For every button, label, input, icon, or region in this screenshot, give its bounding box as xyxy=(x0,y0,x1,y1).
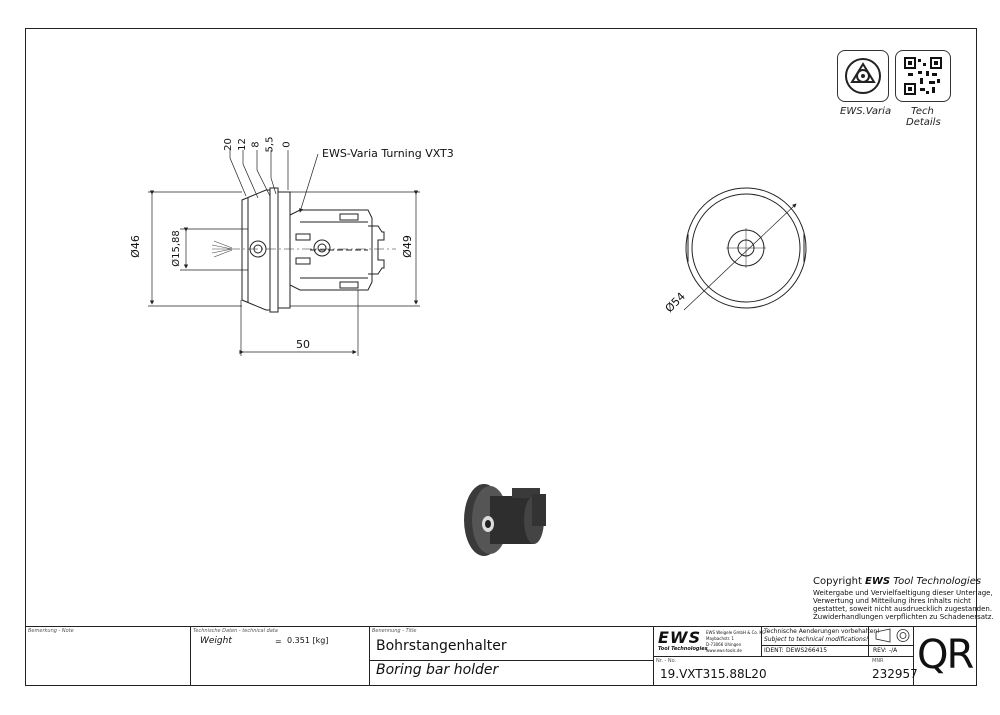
qr-label[interactable]: QR xyxy=(917,632,974,678)
mnr-value: 232957 xyxy=(872,667,918,681)
dim-pos8: 8 xyxy=(250,141,262,148)
bemerkung-header: Bemerkung - Note xyxy=(28,628,74,634)
company-line-3: D-73066 Uhingen xyxy=(706,642,742,647)
tech-details-qr-icon[interactable] xyxy=(895,50,951,102)
rev-label: REV: xyxy=(873,647,887,654)
dim-d49: Ø49 xyxy=(400,235,414,258)
details-label: Details xyxy=(906,117,941,128)
copyright-title: Copyright EWS Tool Technologies xyxy=(813,576,982,587)
benennung-header: Benennung - Title xyxy=(372,628,417,634)
drawing-frame xyxy=(25,28,977,686)
ews-varia-label: EWS.Varia xyxy=(840,106,892,117)
title-de: Bohrstangenhalter xyxy=(376,638,507,654)
dim-d15-88: Ø15,88 xyxy=(170,230,182,267)
ident-value: DEWS266415 xyxy=(786,647,828,654)
title-en: Boring bar holder xyxy=(376,662,499,678)
ews-logo-sub: Tool Technologies xyxy=(658,646,708,652)
rev-value: -/A xyxy=(889,647,898,654)
mnr-header: MNR xyxy=(872,658,884,664)
dim-pos5-5: 5,5 xyxy=(264,136,276,153)
copyright-line-4: Zuwiderhandlungen verpflichten zu Schade… xyxy=(813,613,994,621)
ident-label: IDENT: xyxy=(764,647,784,654)
company-line-1: EWS Weigele GmbH & Co. KG xyxy=(706,630,766,635)
weight-label: Weight xyxy=(200,636,232,646)
copyright-line-2: Verwertung und Mitteilung ihres Inhalts … xyxy=(813,597,971,605)
part-number: 19.VXT315.88L20 xyxy=(660,667,767,681)
weight-value: 0.351 [kg] xyxy=(287,636,329,645)
copyright-line-3: gestattet, soweit nicht ausdruecklich zu… xyxy=(813,605,993,613)
dim-pos0: 0 xyxy=(281,141,293,148)
dim-pos20: 20 xyxy=(222,138,234,151)
side-view xyxy=(230,187,396,313)
front-view xyxy=(683,187,807,311)
dim-len50: 50 xyxy=(296,338,310,351)
ews-varia-icon[interactable] xyxy=(837,50,889,102)
dim-pos12: 12 xyxy=(236,138,248,151)
dim-d46: Ø46 xyxy=(128,235,142,258)
nr-header: Nr. - No. xyxy=(656,658,677,664)
changes-de: Technische Aenderungen vorbehalten! xyxy=(764,628,880,635)
ews-logo: EWS xyxy=(658,628,702,647)
copyright-line-1: Weitergabe und Vervielfaeltigung dieser … xyxy=(813,589,993,597)
callout-label: EWS-Varia Turning VXT3 xyxy=(322,147,454,160)
changes-en: Subject to technical modifications! xyxy=(764,636,869,643)
weight-eq: = xyxy=(275,637,282,646)
tech-label: Tech xyxy=(911,106,934,117)
company-line-4: www.ews-tools.de xyxy=(706,648,742,653)
iso-render-image xyxy=(464,484,546,556)
techdata-header: Technische Daten - technical data xyxy=(193,628,278,634)
company-line-2: Maybachstr. 1 xyxy=(706,636,735,641)
